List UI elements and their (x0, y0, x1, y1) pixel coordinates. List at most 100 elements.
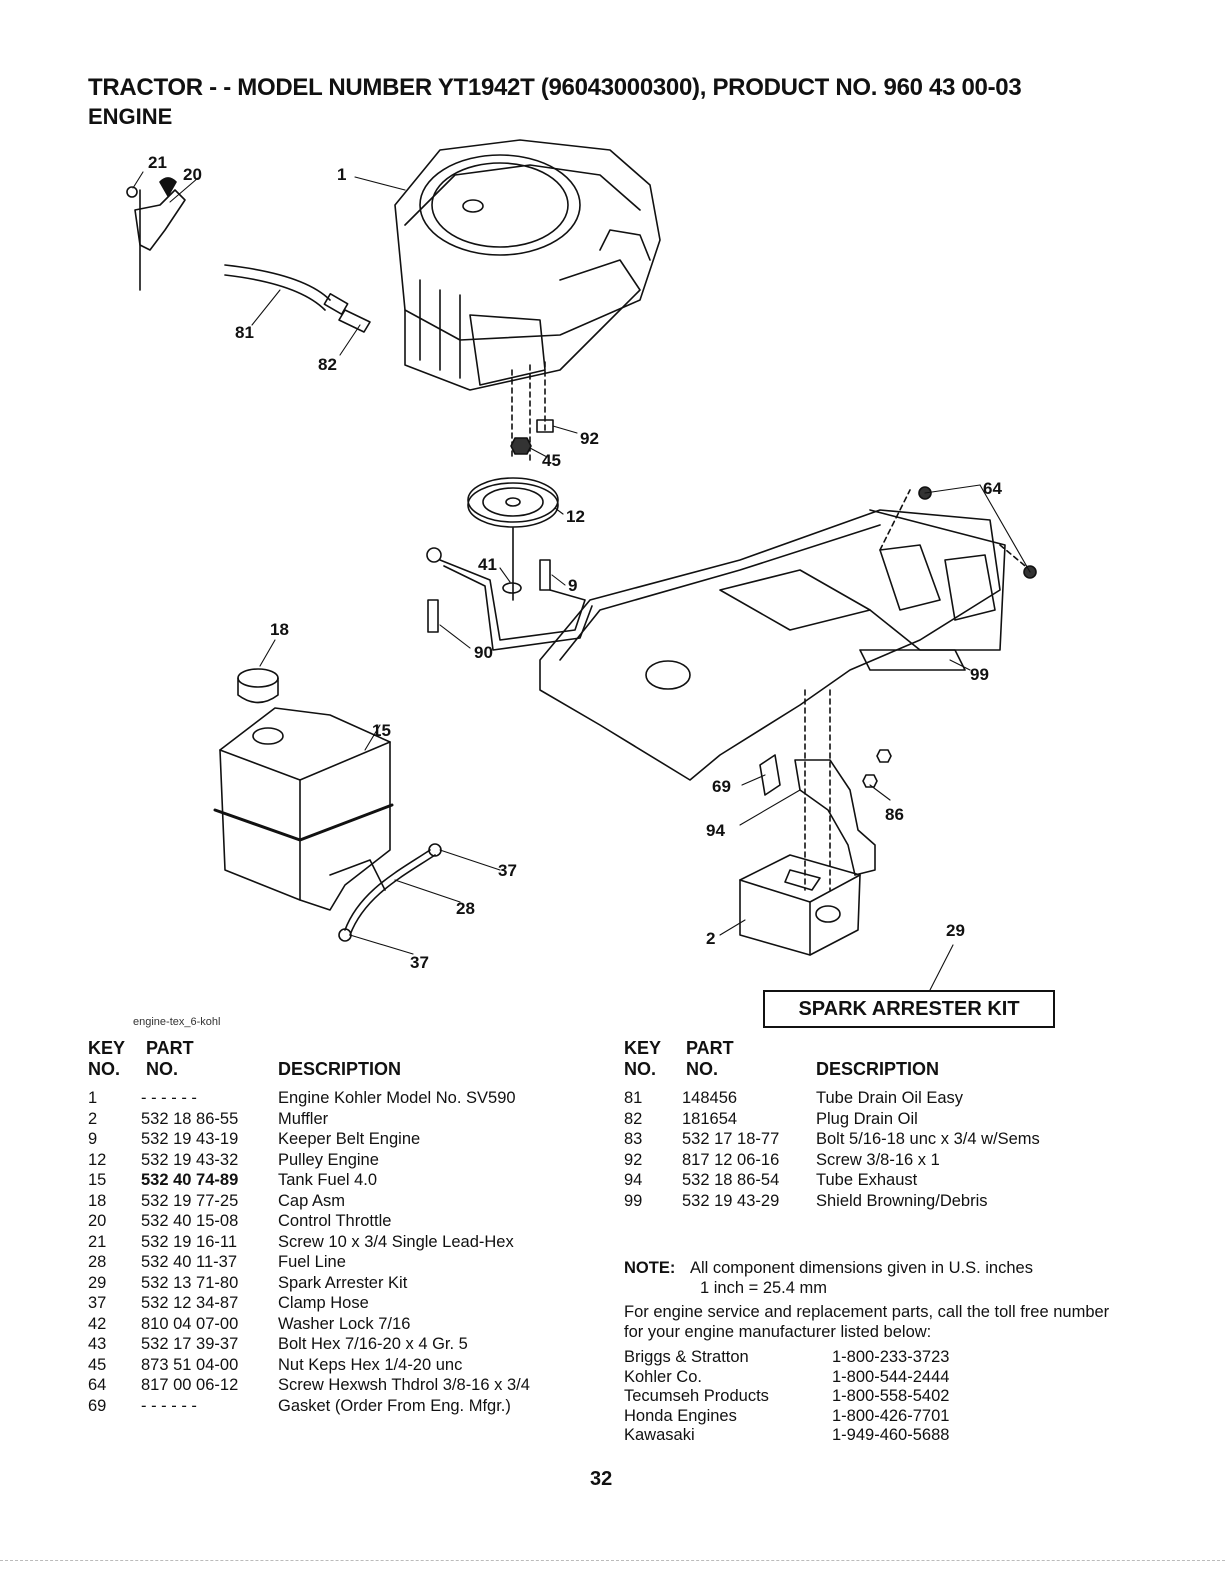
callout-label: 69 (712, 777, 731, 796)
part-no: - - - - - - (141, 1089, 197, 1107)
manufacturer-name: Honda Engines (624, 1406, 737, 1425)
part-no: 532 19 43-19 (141, 1130, 239, 1148)
part-description: Screw Hexwsh Thdrol 3/8-16 x 3/4 (278, 1376, 530, 1394)
part-description: Tube Exhaust (816, 1171, 918, 1189)
key-no: 42 (88, 1314, 107, 1333)
manufacturer-phone: 1-800-544-2444 (832, 1367, 950, 1386)
callout-label: 12 (566, 507, 585, 526)
manufacturer-row: Honda Engines 1-800-426-7701 (624, 1407, 1044, 1427)
part-no: 532 19 16-11 (141, 1232, 238, 1251)
part-description: Clamp Hose (278, 1294, 369, 1312)
part-description: Shield Browning/Debris (816, 1191, 988, 1210)
callout-label: 28 (456, 899, 475, 918)
part-description: Screw 3/8-16 x 1 (816, 1150, 940, 1169)
callout-label: 81 (235, 323, 254, 342)
manufacturer-name: Kohler Co. (624, 1367, 702, 1386)
part-no: 532 18 86-55 (141, 1109, 239, 1128)
spark-arrester-kit-label: SPARK ARRESTER KIT (763, 990, 1055, 1028)
key-no: 28 (88, 1253, 107, 1271)
manufacturer-phone: 1-800-426-7701 (832, 1406, 950, 1425)
key-no: 1 (88, 1089, 98, 1107)
part-no: 532 19 43-32 (141, 1150, 239, 1169)
part-description: Bolt 5/16-18 unc x 3/4 w/Sems (816, 1130, 1040, 1148)
callout-label: 1 (337, 165, 346, 184)
description-header: DESCRIPTION (278, 1059, 402, 1079)
parts-table-left: KEY PART NO. NO. DESCRIPTION 1- - - - - … (88, 1038, 588, 1418)
manufacturer-name: Briggs & Stratton (624, 1348, 749, 1366)
part-no: 817 12 06-16 (682, 1150, 780, 1169)
key-header: KEY (624, 1038, 662, 1058)
key-no: 92 (624, 1150, 643, 1169)
part-description: Tank Fuel 4.0 (278, 1171, 378, 1189)
callout-label: 9 (568, 576, 577, 595)
callout-label: 86 (885, 805, 904, 824)
table-row: 9 532 19 43-19 Keeper Belt Engine (88, 1129, 588, 1150)
part-no: 181654 (682, 1109, 738, 1128)
part-no: 810 04 07-00 (141, 1314, 239, 1333)
table-row: 21 532 19 16-11 Screw 10 x 3/4 Single Lead… (88, 1232, 588, 1253)
throttle-control-drawing (126, 177, 186, 291)
callout-leaders (132, 171, 1031, 991)
description-header: DESCRIPTION (816, 1059, 940, 1079)
part-description: Plug Drain Oil (816, 1109, 918, 1128)
key-no: 15 (88, 1171, 107, 1189)
manufacturer-row: Kohler Co. 1-800-544-2444 (624, 1368, 1044, 1388)
keeper-belt-drawing (426, 547, 593, 651)
callout-label: 92 (580, 429, 599, 448)
key-header: NO. (624, 1059, 657, 1079)
fuel-cap-drawing (237, 668, 279, 704)
part-no: 817 00 06-12 (141, 1376, 239, 1394)
key-header: KEY (88, 1038, 126, 1058)
section-title: ENGINE (88, 104, 173, 129)
part-no: 148456 (682, 1089, 738, 1107)
part-description: Keeper Belt Engine (278, 1130, 421, 1148)
part-no: 532 19 77-25 (141, 1191, 239, 1210)
part-header: NO. (686, 1059, 719, 1079)
callout-label: 82 (318, 355, 337, 374)
callout-label: 37 (498, 861, 517, 880)
page-bottom-rule (0, 1560, 1225, 1561)
engine-drawing (394, 139, 661, 391)
key-no: 99 (624, 1191, 643, 1210)
callout-label: 99 (970, 665, 989, 684)
key-no: 21 (88, 1232, 107, 1251)
key-no: 29 (88, 1273, 107, 1292)
exhaust-drawing (759, 689, 892, 891)
callout-label: 90 (474, 643, 493, 662)
table-row: 69- - - - - -Gasket (Order From Eng. Mfg… (88, 1396, 588, 1417)
key-no: 18 (88, 1191, 107, 1210)
part-no: 532 18 86-54 (682, 1171, 780, 1189)
key-no: 43 (88, 1335, 107, 1353)
key-no: 2 (88, 1109, 98, 1128)
callout-label: 37 (410, 953, 429, 972)
part-description: Screw 10 x 3/4 Single Lead-Hex (278, 1232, 514, 1251)
table-row: 94 532 18 86-54 Tube Exhaust (624, 1170, 1124, 1191)
part-description: Bolt Hex 7/16-20 x 4 Gr. 5 (278, 1335, 468, 1353)
table-row: 43 532 17 39-37 Bolt Hex 7/16-20 x 4 Gr. 5 (88, 1334, 588, 1355)
key-no: 82 (624, 1109, 643, 1128)
part-no: 873 51 04-00 (141, 1355, 239, 1374)
part-description: Tube Drain Oil Easy (816, 1089, 964, 1107)
part-no: 532 40 74-89 (141, 1171, 239, 1189)
tractor-frame-drawing (539, 509, 1006, 781)
callout-label: 41 (478, 555, 497, 574)
part-no: 532 17 39-37 (141, 1335, 239, 1353)
part-description: Spark Arrester Kit (278, 1273, 408, 1292)
page-number: 32 (590, 1468, 613, 1490)
part-description: Engine Kohler Model No. SV590 (278, 1089, 516, 1107)
key-no: 94 (624, 1171, 643, 1189)
engine-parts-diagram: 21 20 1 81 82 92 45 12 64 41 9 18 90 99 … (126, 139, 1037, 1028)
key-no: 9 (88, 1130, 98, 1148)
key-no: 81 (624, 1089, 643, 1107)
